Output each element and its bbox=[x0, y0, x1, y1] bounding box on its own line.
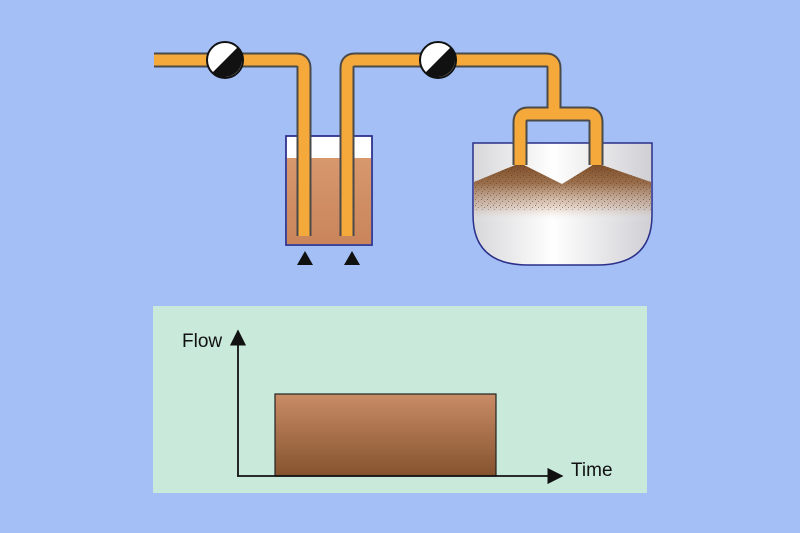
y-axis-label: Flow bbox=[182, 331, 222, 352]
inlet-pipe bbox=[154, 54, 310, 236]
outlet-marker-left-icon bbox=[297, 251, 313, 265]
outlet-marker-right-icon bbox=[344, 251, 360, 265]
settling-basin bbox=[472, 142, 653, 266]
x-axis-label: Time bbox=[571, 460, 613, 481]
valve-left-icon bbox=[206, 41, 244, 79]
flow-time-graph: Flow Time bbox=[153, 306, 647, 493]
valve-right-icon bbox=[419, 41, 457, 79]
flow-block bbox=[274, 393, 497, 477]
